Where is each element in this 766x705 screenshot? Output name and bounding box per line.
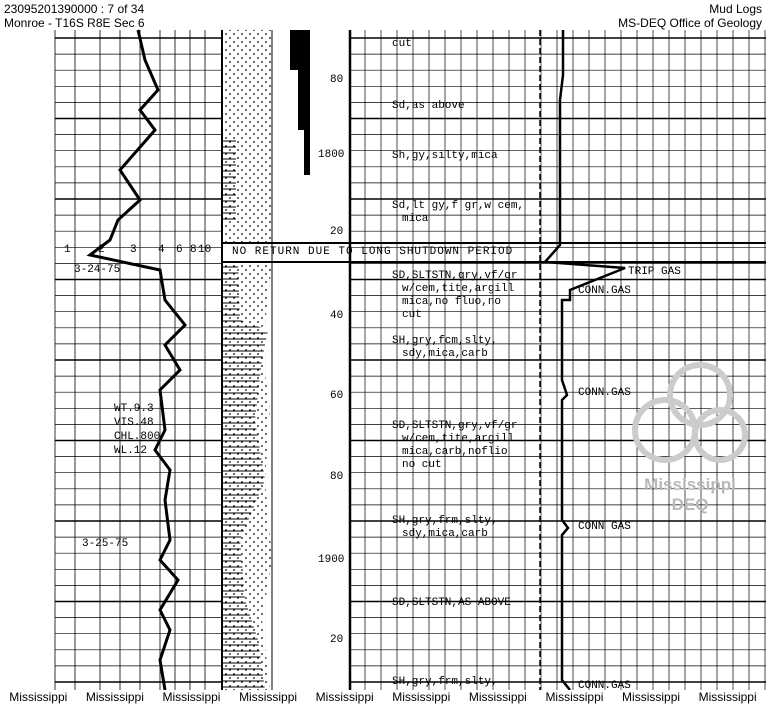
depth-label: 20 <box>330 226 344 238</box>
document-id: 23095201390000 : 7 of 34 <box>4 2 145 16</box>
lithology-description: SD,SLTSTN,AS ABOVE <box>392 597 511 609</box>
mud-property: VIS.48 <box>114 417 154 429</box>
date-label: 3-24-75 <box>74 264 121 276</box>
depth-label: 40 <box>330 310 344 322</box>
lithology-description: SD,SLTSTN,gry,vf/gr <box>392 270 518 282</box>
mud-property: CHL.800 <box>114 431 161 443</box>
footer: Mississippi Mississippi Mississippi Mississ… <box>0 690 766 704</box>
agency: MS-DEQ Office of Geology <box>618 16 762 30</box>
lithology-description: cut <box>392 38 412 50</box>
lithology-description: Sd,lt gy,f gr,w cem, <box>392 200 525 212</box>
lithology-description: Sh,gy,silty,mica <box>392 150 498 162</box>
gas-label: TRIP GAS <box>628 266 681 278</box>
footer-label: Mississippi <box>698 690 757 704</box>
drill-curve <box>86 29 188 690</box>
lithology-description: SH,gry,frm,slty, <box>392 515 498 527</box>
lithology-description: w/cem,tite,argill <box>402 283 515 295</box>
footer-label: Mississippi <box>9 690 68 704</box>
gas-label: CONN.GAS <box>578 680 631 692</box>
lithology-description: sdy,mica,carb <box>402 528 488 540</box>
depth-label: 1800 <box>318 149 345 161</box>
scale-label: 6 <box>176 244 183 256</box>
document-type: Mud Logs <box>709 2 762 16</box>
depth-label: 20 <box>330 634 344 646</box>
no-return-banner <box>222 242 766 263</box>
scale-label: 1 <box>64 244 71 256</box>
date-label: 3-25-75 <box>82 538 129 550</box>
footer-label: Mississippi <box>392 690 451 704</box>
gas-curve <box>542 30 626 690</box>
watermark-text: Mississippi <box>644 475 736 494</box>
scale-label: 8 <box>190 244 197 256</box>
footer-label: Mississippi <box>85 690 144 704</box>
scale-label: 3 <box>130 244 137 256</box>
lithology-description: Sd,as above <box>392 100 465 112</box>
mud-property: WL.12 <box>114 445 148 457</box>
lithology-column <box>221 30 272 690</box>
lithology-description: mica,carb,noflio <box>402 446 508 458</box>
location: Monroe - T16S R8E Sec 6 <box>4 16 145 30</box>
mud-log-chart <box>54 29 766 690</box>
lithology-description: SH,gry,frm,slty, <box>392 676 498 688</box>
gas-label: CONN GAS <box>578 521 631 533</box>
lithology-description: no cut <box>402 459 442 471</box>
grid <box>54 30 766 690</box>
depth-label: 60 <box>330 390 344 402</box>
footer-label: Mississippi <box>468 690 527 704</box>
footer-label: Mississippi <box>315 690 374 704</box>
watermark-text: DEQ <box>671 495 709 514</box>
gas-label: CONN.GAS <box>578 285 631 297</box>
scale-label: 2 <box>98 244 105 256</box>
gas-label: CONN.GAS <box>578 387 631 399</box>
lithology-description: sdy,mica,carb <box>402 348 488 360</box>
scale-label: 10 <box>198 244 212 256</box>
lithology-description: mica,no fluo,no <box>402 296 502 308</box>
scale-label: 4 <box>158 244 165 256</box>
lithology-description: SD,SLTSTN,gry,vf/gr <box>392 420 518 432</box>
footer-label: Mississippi <box>622 690 681 704</box>
depth-label: 80 <box>330 471 344 483</box>
deq-emblem-icon <box>632 362 748 463</box>
footer-label: Mississippi <box>239 690 298 704</box>
watermark-logo: Mississippi DEQ <box>620 360 760 515</box>
mud-property: WT.9.3 <box>114 403 154 415</box>
depth-label: 1900 <box>318 554 345 566</box>
lithology-description: cut <box>402 309 422 321</box>
lithology-description: w/cem,tite,argill <box>402 433 515 445</box>
footer-label: Mississippi <box>545 690 604 704</box>
drill-rate-bars <box>290 30 310 175</box>
banner-text: NO RETURN DUE TO LONG SHUTDOWN PERIOD <box>232 246 514 258</box>
lithology-description: SH,gry,fcm,slty, <box>392 335 498 347</box>
footer-label: Mississippi <box>162 690 221 704</box>
depth-label: 80 <box>330 74 344 86</box>
lithology-description: mica <box>402 213 429 225</box>
